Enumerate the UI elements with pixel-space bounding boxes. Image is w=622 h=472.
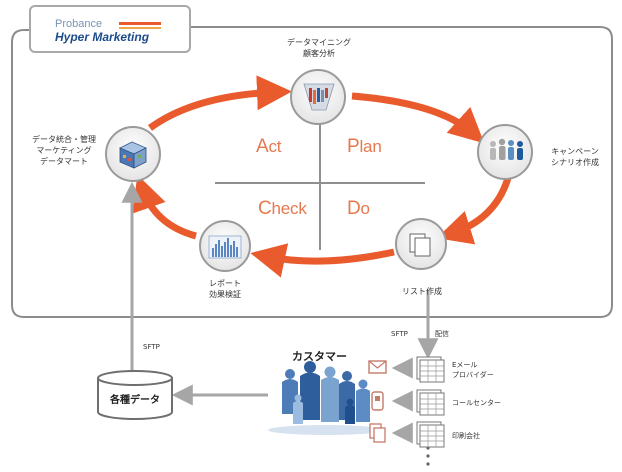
logo-bar: [119, 22, 161, 25]
pdca-check-initial: C: [258, 198, 272, 219]
node-analysis: [290, 69, 346, 125]
arrow-integration-to-analysis: [147, 75, 292, 131]
label-customers: カスタマー: [292, 350, 347, 363]
pdca-plan-rest: lan: [359, 137, 382, 156]
customers-crowd: [268, 361, 384, 435]
pdca-do-initial: D: [347, 198, 361, 219]
node-report: [199, 220, 251, 272]
logo: Probance Hyper Marketing: [29, 5, 191, 53]
label-analysis-line1: データマイニング: [287, 38, 351, 47]
pdca-do: Do: [347, 198, 370, 220]
continuation-dot: [426, 454, 430, 458]
call-list-icon: [416, 389, 445, 416]
label-channel-email-line2: プロバイダー: [452, 371, 494, 379]
arrow-campaign-to-list: [436, 176, 512, 245]
arrow-analysis-to-campaign: [351, 92, 485, 144]
pdca-plan: Plan: [347, 136, 382, 158]
pdca-check: Check: [258, 198, 307, 220]
pdca-check-rest: heck: [271, 199, 307, 218]
label-channel-email-line1: Eメール: [452, 361, 478, 369]
email-list-icon: [416, 356, 445, 383]
envelope-icon: [368, 360, 387, 374]
label-channel-email: Eメール プロバイダー: [452, 360, 494, 380]
pdca-act: Act: [256, 136, 282, 158]
pdca-plan-initial: P: [347, 136, 360, 157]
arrow-report-to-integration: [132, 174, 197, 240]
label-sftp-down: SFTP: [391, 330, 408, 338]
label-integration: データ統合・管理 マーケティング データマート: [24, 134, 104, 167]
label-campaign-line1: キャンペーン: [551, 147, 599, 156]
arrow-list-to-report: [250, 243, 395, 278]
label-database: 各種データ: [110, 395, 160, 406]
data-mining-icon: [303, 83, 335, 111]
database-cylinder: [97, 370, 173, 420]
label-list: リスト作成: [394, 286, 450, 297]
label-integration-line3: データマート: [40, 157, 88, 166]
documents-icon: [409, 233, 431, 257]
pdca-do-rest: o: [360, 199, 370, 218]
label-report-line2: 効果検証: [209, 290, 241, 299]
label-report: レポート 効果検証: [190, 278, 260, 300]
logo-line2: Hyper Marketing: [55, 30, 150, 44]
label-report-line1: レポート: [209, 279, 241, 288]
label-campaign-line2: シナリオ作成: [551, 158, 599, 167]
label-analysis: データマイニング 顧客分析: [278, 37, 360, 59]
label-integration-line1: データ統合・管理: [32, 135, 96, 144]
node-campaign: [477, 124, 533, 180]
label-channel-callcenter: コールセンター: [452, 399, 501, 407]
database-cube-icon: [119, 141, 147, 169]
logo-bar: [119, 27, 161, 29]
label-list-line1: リスト作成: [402, 287, 442, 296]
bar-chart-icon: [208, 235, 242, 259]
label-integration-line2: マーケティング: [36, 146, 92, 155]
print-icon: [369, 423, 386, 443]
node-integration: [105, 126, 161, 182]
outer-frame: [11, 26, 613, 318]
label-delivery: 配信: [435, 330, 449, 338]
print-list-icon: [416, 421, 445, 448]
people-scenario-icon: [490, 138, 523, 160]
label-analysis-line2: 顧客分析: [303, 49, 335, 58]
pdca-act-initial: A: [256, 136, 269, 157]
phone-icon: [371, 391, 384, 411]
label-channel-print: 印刷会社: [452, 432, 480, 440]
label-sftp-up: SFTP: [143, 343, 160, 351]
node-list: [395, 218, 447, 270]
pdca-act-rest: ct: [268, 137, 282, 156]
logo-line1: Probance: [55, 18, 103, 30]
label-campaign: キャンペーン シナリオ作成: [540, 146, 610, 168]
continuation-dot: [426, 462, 430, 466]
